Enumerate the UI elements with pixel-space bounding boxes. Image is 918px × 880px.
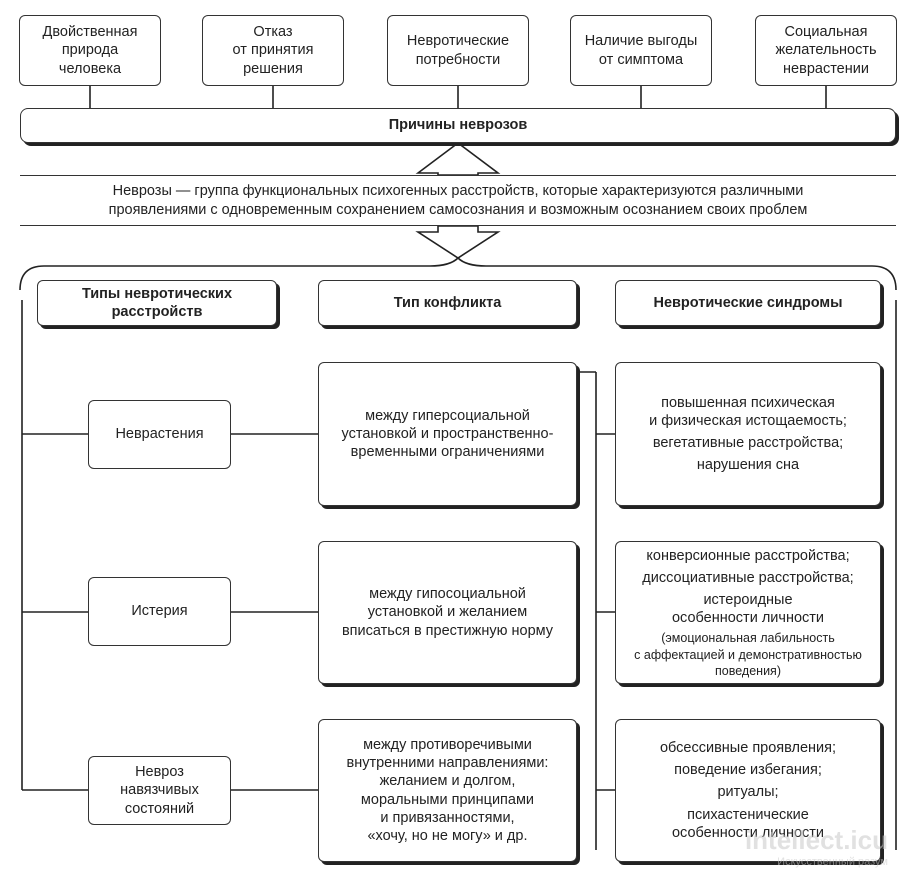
header-types: Типы невротических расстройств xyxy=(37,280,277,326)
type-box-hysteria: Истерия xyxy=(88,577,231,646)
cause-label: Наличие выгоды от симптома xyxy=(584,33,698,68)
watermark: intellect.icu Искусственный разум xyxy=(745,825,888,868)
definition-text: Неврозы — группа функциональных психоген… xyxy=(108,183,808,218)
syndrome-item: конверсионные расстройства; xyxy=(646,547,850,564)
cause-box-social-desirability: Социальная желательность неврастении xyxy=(755,15,897,86)
syndrome-item: повышенная психическая и физическая исто… xyxy=(649,394,847,429)
type-box-neurasthenia: Неврастения xyxy=(88,400,231,469)
cause-label: Невротические потребности xyxy=(406,33,510,68)
cause-label: Отказ от принятия решения xyxy=(232,24,314,77)
cause-label: Двойственная природа человека xyxy=(42,24,138,77)
type-label: Истерия xyxy=(131,603,188,620)
cause-box-refusal-decision: Отказ от принятия решения xyxy=(202,15,344,86)
type-label: Неврастения xyxy=(115,426,204,443)
definition-panel: Неврозы — группа функциональных психоген… xyxy=(20,175,896,226)
syndrome-box-neurasthenia: повышенная психическая и физическая исто… xyxy=(615,362,881,506)
type-label: Невроз навязчивых состояний xyxy=(120,764,199,817)
conflict-box-hysteria: между гипосоциальной установкой и желани… xyxy=(318,541,577,684)
conflict-text: между гипосоциальной установкой и желани… xyxy=(341,586,554,639)
cause-box-dual-nature: Двойственная природа человека xyxy=(19,15,161,86)
cause-box-neurotic-needs: Невротические потребности xyxy=(387,15,529,86)
syndrome-box-hysteria: конверсионные расстройства; диссоциативн… xyxy=(615,541,881,684)
conflict-box-ocd: между противоречивыми внутренними направ… xyxy=(318,719,577,862)
header-conflict-label: Тип конфликта xyxy=(393,294,502,311)
syndrome-item: психастенические особенности личности xyxy=(671,806,825,841)
conflict-text: между гиперсоциальной установкой и прост… xyxy=(341,407,554,461)
header-types-label: Типы невротических расстройств xyxy=(81,285,233,320)
conflict-box-neurasthenia: между гиперсоциальной установкой и прост… xyxy=(318,362,577,506)
watermark-main: intellect.icu xyxy=(744,825,888,855)
causes-title-bar: Причины неврозов xyxy=(20,108,896,143)
cause-label: Социальная желательность неврастении xyxy=(775,24,877,77)
syndrome-item: истероидные особенности личности xyxy=(671,592,825,627)
watermark-sub: Искусственный разум xyxy=(777,856,888,868)
cause-box-symptom-benefit: Наличие выгоды от симптома xyxy=(570,15,712,86)
header-syndromes: Невротические синдромы xyxy=(615,280,881,326)
syndrome-item: обсессивные проявления; xyxy=(659,740,837,757)
syndrome-item: диссоциативные расстройства; xyxy=(642,570,854,586)
causes-title: Причины неврозов xyxy=(388,117,528,134)
type-box-ocd: Невроз навязчивых состояний xyxy=(88,756,231,825)
syndrome-box-ocd: обсессивные проявления; поведение избега… xyxy=(615,719,881,862)
conflict-text: между противоречивыми внутренними направ… xyxy=(346,737,549,844)
syndrome-item: нарушения сна xyxy=(696,457,800,474)
header-conflict: Тип конфликта xyxy=(318,280,577,326)
syndrome-note: (эмоциональная лабильность с аффектацией… xyxy=(634,631,862,678)
syndrome-item: вегетативные расстройства; xyxy=(652,435,844,451)
header-syndromes-label: Невротические синдромы xyxy=(653,294,843,311)
syndrome-item: ритуалы; xyxy=(717,784,779,801)
syndrome-item: поведение избегания; xyxy=(674,762,822,779)
